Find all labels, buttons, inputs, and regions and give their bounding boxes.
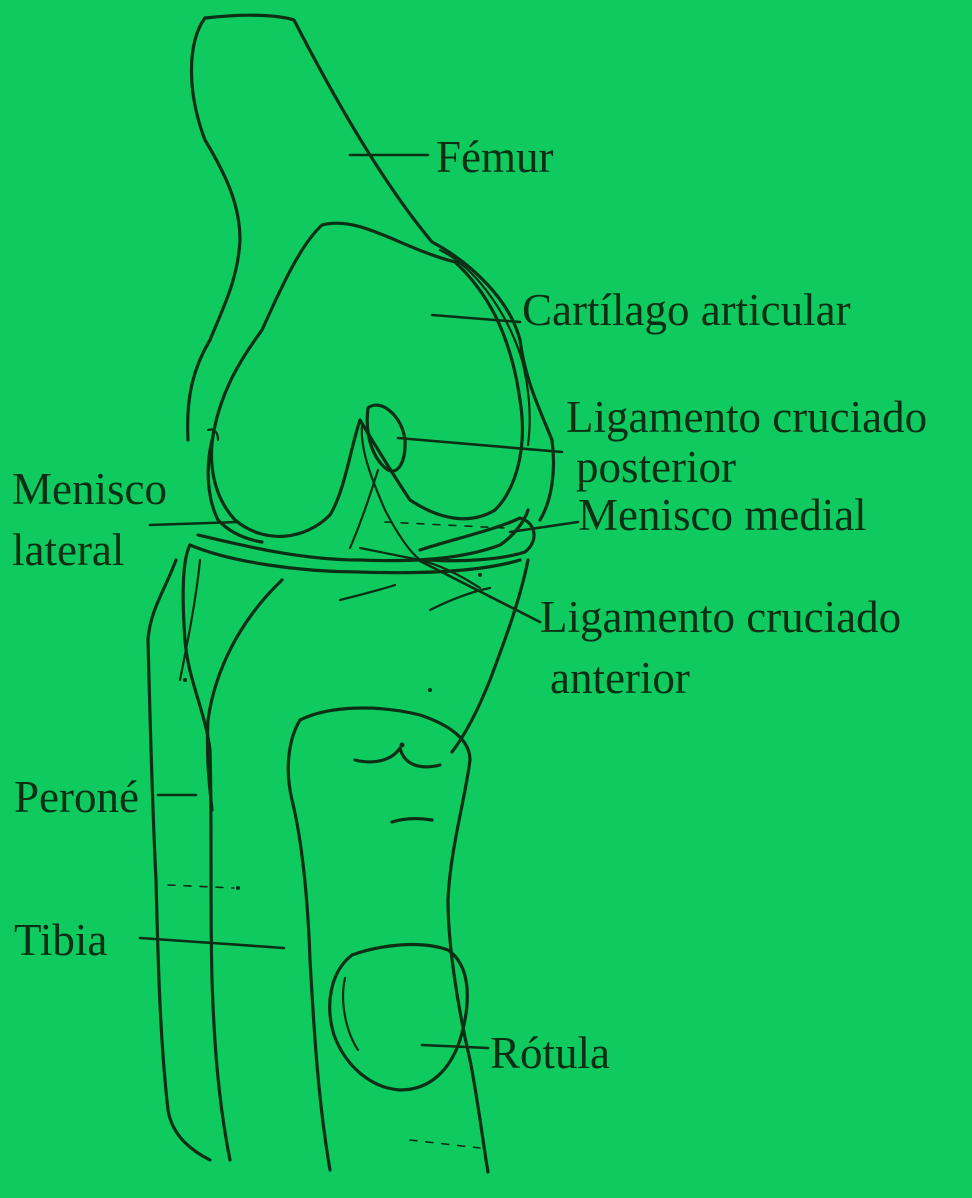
- patella-label: Rótula: [490, 1028, 610, 1078]
- patella-leader: [422, 1045, 488, 1048]
- plateau-dash: [385, 522, 505, 528]
- pcl-label-line2: posterior: [576, 442, 736, 492]
- speck-2: [236, 886, 240, 890]
- femoral-condyle-outline: [212, 223, 523, 536]
- tibia-plateau-ridge: [340, 585, 395, 600]
- pcl-label-line1: Ligamento cruciado: [566, 392, 927, 442]
- medial-meniscus-label: Menisco medial: [578, 490, 867, 540]
- speck-4: [428, 688, 432, 692]
- lateral-meniscus-label-line2: lateral: [12, 525, 124, 575]
- bursa-notch: [355, 748, 440, 767]
- speck-3: [478, 573, 482, 577]
- speck-1: [183, 678, 187, 682]
- cartilage-leader: [432, 315, 520, 322]
- patella-inner: [343, 978, 358, 1050]
- femur-label: Fémur: [436, 132, 554, 182]
- pcl-band-2: [350, 470, 378, 548]
- bottom-dash: [410, 1140, 480, 1148]
- patellar-tendon-left: [288, 720, 330, 1170]
- tibia-tuberosity: [207, 580, 282, 810]
- articular-cartilage-line: [440, 250, 530, 445]
- patella-outline: [330, 945, 468, 1090]
- lateral-meniscus-label-line1: Menisco: [12, 464, 167, 514]
- pcl-leader: [398, 438, 562, 452]
- fibula-label: Peroné: [14, 772, 139, 822]
- femur-outline: [205, 15, 554, 520]
- tibia-left-outline: [183, 545, 230, 1160]
- acl-label-line1: Ligamento cruciado: [540, 592, 901, 642]
- fibula-head-dash: [168, 885, 234, 888]
- cartilage-label: Cartílago articular: [522, 285, 851, 335]
- fibula-outline: [148, 560, 210, 1160]
- speck-5: [400, 743, 405, 748]
- acl-label-line2: anterior: [550, 653, 690, 703]
- patellar-tendon-outline: [300, 708, 488, 1172]
- tibia-label: Tibia: [14, 915, 107, 965]
- bursa-mark: [392, 819, 432, 822]
